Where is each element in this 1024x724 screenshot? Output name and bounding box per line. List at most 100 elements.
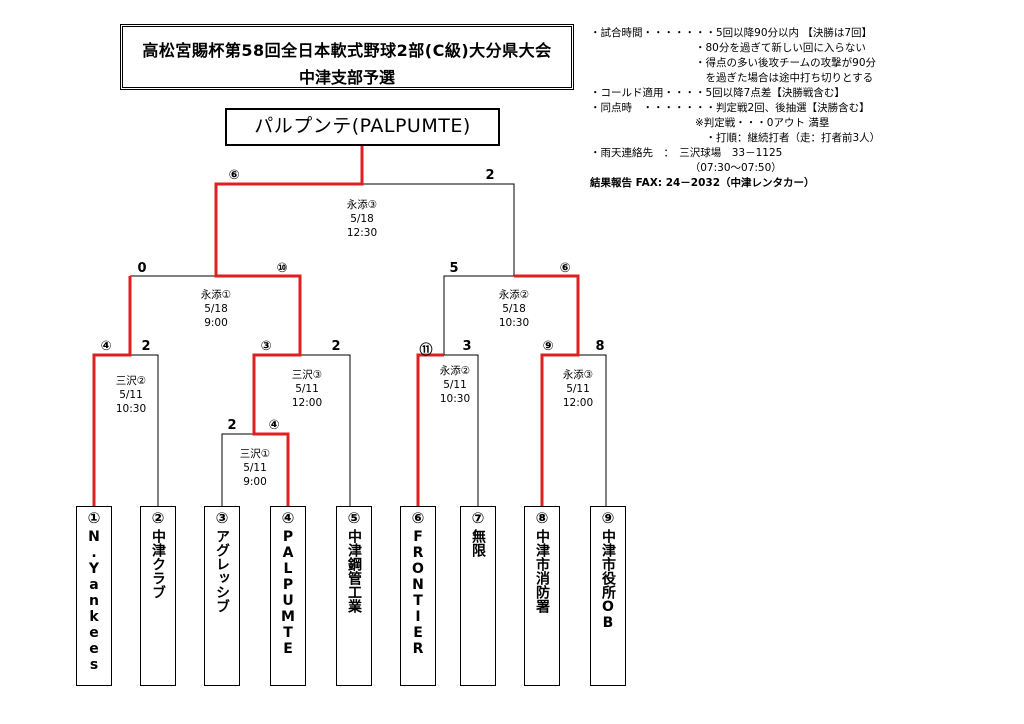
m2-venue: 三沢① xyxy=(239,448,271,460)
m2-score-left: 2 xyxy=(227,418,237,433)
team6-win-path xyxy=(416,353,444,506)
team-number: ③ xyxy=(215,509,229,527)
rule-line: ・80分を過ぎて新しい回に入らない xyxy=(590,42,866,54)
sf1-score-right: ⑩ xyxy=(276,261,288,276)
m3-venue: 三沢③ xyxy=(291,369,323,381)
m5-info: 永添③ 5/11 12:00 xyxy=(543,368,613,410)
m4-info: 永添② 5/11 10:30 xyxy=(420,364,490,406)
team-box-1: ① N.Yankees xyxy=(76,506,112,686)
sf2-left-line xyxy=(443,275,514,355)
team-number: ⑤ xyxy=(347,509,361,527)
team-box-6: ⑥ FRONTIER xyxy=(400,506,436,686)
final-score-left: ⑥ xyxy=(228,168,240,183)
team-name: アグレッシブ xyxy=(214,529,230,613)
team1-win-path xyxy=(92,276,132,506)
team-name: 無限 xyxy=(470,529,486,557)
m3-score-right: 2 xyxy=(331,339,341,354)
final-time: 12:30 xyxy=(346,227,378,239)
team-box-7: ⑦ 無限 xyxy=(460,506,496,686)
sf2-score-left: 5 xyxy=(449,261,459,276)
sf1-info: 永添① 5/18 9:00 xyxy=(181,288,251,330)
m4-venue: 永添② xyxy=(439,365,471,377)
m5-time: 12:00 xyxy=(562,397,594,409)
m1-time: 10:30 xyxy=(115,403,147,415)
champion-path xyxy=(214,146,364,506)
title-box: 高松宮賜杯第58回全日本軟式野球2部(C級)大分県大会 中津支部予選 xyxy=(120,24,574,90)
rule-line: ・同点時 ・・・・・・・判定戦2回、後抽選【決勝含む】 xyxy=(590,102,870,114)
team-box-5: ⑤ 中津鋼管工業 xyxy=(336,506,372,686)
rule-line: （07:30～07:50） xyxy=(590,162,782,174)
m3-time: 12:00 xyxy=(291,397,323,409)
title-line2: 中津支部予選 xyxy=(298,68,395,87)
rule-line: ・試合時間・・・・・・・5回以降90分以内 【決勝は7回】 xyxy=(590,27,873,39)
team-name: N.Yankees xyxy=(86,529,102,673)
team-box-8: ⑧ 中津市消防署 xyxy=(524,506,560,686)
final-venue: 永添③ xyxy=(346,199,378,211)
m4-score-left: ⑪ xyxy=(419,343,433,358)
m1-venue: 三沢② xyxy=(115,375,147,387)
m4-right-line xyxy=(444,354,479,506)
sf2-score-right: ⑥ xyxy=(559,261,571,276)
m3-info: 三沢③ 5/11 12:00 xyxy=(272,368,342,410)
m1-date: 5/11 xyxy=(119,389,143,401)
m2-info: 三沢① 5/11 9:00 xyxy=(220,447,290,489)
rule-line: ※判定戦・・・0アウト 満塁 xyxy=(590,117,830,129)
title-line1: 高松宮賜杯第58回全日本軟式野球2部(C級)大分県大会 xyxy=(142,41,552,60)
team-number: ② xyxy=(151,509,165,527)
m2-date: 5/11 xyxy=(243,462,267,474)
team-name: 中津市消防署 xyxy=(534,529,550,613)
bracket-black-lines xyxy=(130,183,607,506)
sf1-date: 5/18 xyxy=(204,303,228,315)
rule-line: 結果報告 FAX: 24－2032（中津レンタカー） xyxy=(590,177,815,189)
team-name: 中津クラブ xyxy=(150,529,166,599)
m1-right-line xyxy=(130,354,159,506)
team-number: ⑥ xyxy=(411,509,425,527)
m4-score-right: 3 xyxy=(462,339,472,354)
team-number: ④ xyxy=(281,509,295,527)
rule-line: を過ぎた場合は途中打ち切りとする xyxy=(590,72,874,84)
final-info: 永添③ 5/18 12:30 xyxy=(327,198,397,240)
team-number: ⑦ xyxy=(471,509,485,527)
m3-right-line xyxy=(300,354,351,506)
team-name: 中津市役所OB xyxy=(600,529,616,631)
sf1-venue: 永添① xyxy=(200,289,232,301)
team-name: 中津鋼管工業 xyxy=(346,529,362,613)
m1-score-right: 2 xyxy=(141,339,151,354)
bracket-win-lines xyxy=(92,146,580,506)
team-number: ⑧ xyxy=(535,509,549,527)
sf1-time: 9:00 xyxy=(204,317,228,329)
team-number: ⑨ xyxy=(601,509,615,527)
m5-venue: 永添③ xyxy=(562,369,594,381)
m4-time: 10:30 xyxy=(439,393,471,405)
m3-date: 5/11 xyxy=(295,383,319,395)
m2-time: 9:00 xyxy=(243,476,267,488)
team-name: PALPUMTE xyxy=(280,529,296,657)
team-box-3: ③ アグレッシブ xyxy=(204,506,240,686)
m2-score-right: ④ xyxy=(268,418,280,433)
m4-date: 5/11 xyxy=(443,379,467,391)
sf2-venue: 永添② xyxy=(498,289,530,301)
rule-line: ・得点の多い後攻チームの攻撃が90分 xyxy=(590,57,877,69)
team-number: ① xyxy=(87,509,101,527)
final-date: 5/18 xyxy=(350,213,374,225)
rules-notes: ・試合時間・・・・・・・5回以降90分以内 【決勝は7回】 ・80分を過ぎて新し… xyxy=(590,26,1020,191)
final-score-right: 2 xyxy=(485,168,495,183)
sf1-score-left: 0 xyxy=(137,261,147,276)
team-name: FRONTIER xyxy=(410,529,426,657)
m2-left-line xyxy=(221,433,254,506)
team-box-2: ② 中津クラブ xyxy=(140,506,176,686)
team-box-9: ⑨ 中津市役所OB xyxy=(590,506,626,686)
winner-box: パルプンテ(PALPUMTE) xyxy=(225,108,500,146)
m1-info: 三沢② 5/11 10:30 xyxy=(96,374,166,416)
sf2-time: 10:30 xyxy=(498,317,530,329)
team8-win-path xyxy=(514,274,580,506)
m1-score-left: ④ xyxy=(100,339,112,354)
rule-line: ・コールド適用・・・・5回以降7点差【決勝戦含む】 xyxy=(590,87,845,99)
m5-date: 5/11 xyxy=(566,383,590,395)
team-box-4: ④ PALPUMTE xyxy=(270,506,306,686)
sf2-date: 5/18 xyxy=(502,303,526,315)
m3-score-left: ③ xyxy=(260,339,272,354)
final-right-line xyxy=(362,183,515,276)
m5-score-left: ⑨ xyxy=(542,339,554,354)
